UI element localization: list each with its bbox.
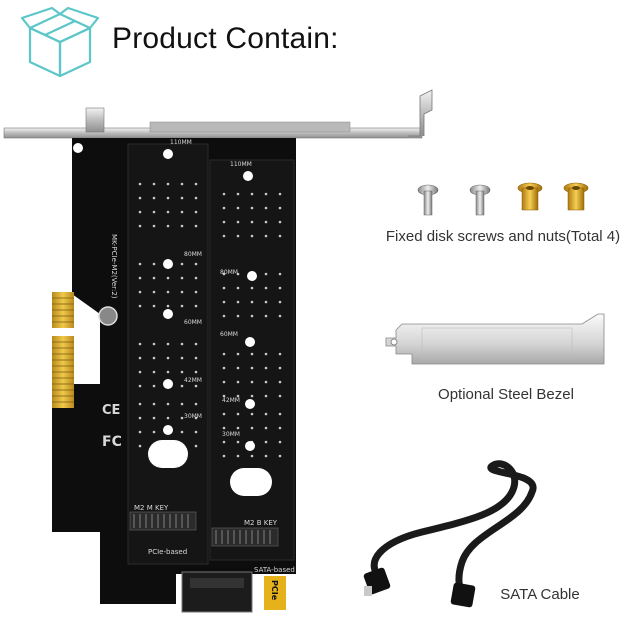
page-title: Product Contain: (112, 22, 339, 55)
screw-icon (469, 184, 491, 216)
pcie-adapter-card: MK-PCIe-M2(Ver:2) CE FC M2 M KEY M2 B KE… (3, 89, 433, 613)
length-label-right: 80MM (220, 269, 238, 276)
slot-m-key-label: M2 M KEY (134, 504, 169, 512)
length-label-left: 80MM (184, 251, 202, 258)
pcie-based-label: PCIe-based (148, 548, 187, 556)
length-label-right: 60MM (220, 331, 238, 338)
ce-mark: CE (102, 403, 120, 418)
bezel-caption: Optional Steel Bezel (438, 386, 574, 403)
screw-icon (417, 184, 439, 216)
slot-b-key-label: M2 B KEY (244, 519, 278, 527)
length-label-left: 30MM (184, 413, 202, 420)
brass-nut-icon (517, 182, 543, 211)
length-label-right: 110MM (230, 161, 252, 168)
via-pattern (138, 182, 282, 458)
screws-and-nuts (417, 182, 589, 216)
brass-nut-icon (563, 182, 589, 211)
pcie-badge: PCIe (270, 580, 279, 601)
pcie-gold-fingers (52, 292, 74, 408)
screws-caption: Fixed disk screws and nuts(Total 4) (385, 228, 621, 245)
length-label-right: 42MM (222, 397, 240, 404)
length-label-right: 30MM (222, 431, 240, 438)
steel-bezel (385, 313, 605, 365)
length-label-left: 60MM (184, 319, 202, 326)
board-model-label: MK-PCIe-M2(Ver:2) (110, 234, 118, 299)
sata-based-label: SATA-based (254, 566, 295, 574)
sata-cable-caption: SATA Cable (500, 586, 580, 603)
fcc-mark: FC (102, 434, 122, 450)
metal-bracket (3, 89, 433, 139)
length-label-left: 110MM (170, 139, 192, 146)
sata-cable (363, 460, 537, 608)
length-label-left: 42MM (184, 377, 202, 384)
box-outline-icon (20, 6, 100, 78)
